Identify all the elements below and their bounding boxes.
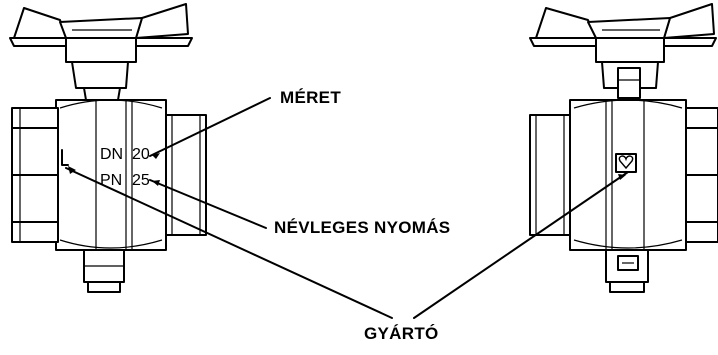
pn-prefix-mark: PN <box>100 172 123 189</box>
left-manufacturer-mark <box>61 149 69 166</box>
heart-icon <box>615 153 637 173</box>
right-valve-threaded-end <box>529 114 571 236</box>
size-leader-line <box>149 97 271 157</box>
pressure-leader-arrow <box>152 180 160 186</box>
nominal-pressure-label: NÉVLEGES NYOMÁS <box>274 218 451 237</box>
left-butterfly-handle <box>9 3 193 101</box>
pressure-leader-line <box>149 179 267 229</box>
manufacturer-leader-right <box>413 171 629 319</box>
left-valve-threaded-end <box>165 114 207 236</box>
leader-lines <box>65 97 629 319</box>
right-hex-nut <box>685 107 718 243</box>
right-valve-body <box>569 99 687 251</box>
manufacturer-label: GYÁRTÓ <box>364 324 439 343</box>
right-valve <box>529 3 718 293</box>
left-hex-nut <box>11 107 59 243</box>
size-label: MÉRET <box>280 88 341 107</box>
dn-value-mark: 20 <box>132 146 150 163</box>
left-valve-drain <box>83 249 125 293</box>
pn-value-mark: 25 <box>132 172 150 189</box>
size-leader-arrow <box>152 153 160 159</box>
right-valve-drain <box>605 249 649 293</box>
manufacturer-arrow-right <box>618 174 626 180</box>
left-valve <box>9 3 207 293</box>
manufacturer-arrow-left <box>68 166 76 174</box>
right-butterfly-handle <box>529 3 717 99</box>
manufacturer-leader-left <box>65 167 393 319</box>
dn-prefix-mark: DN <box>100 146 124 163</box>
